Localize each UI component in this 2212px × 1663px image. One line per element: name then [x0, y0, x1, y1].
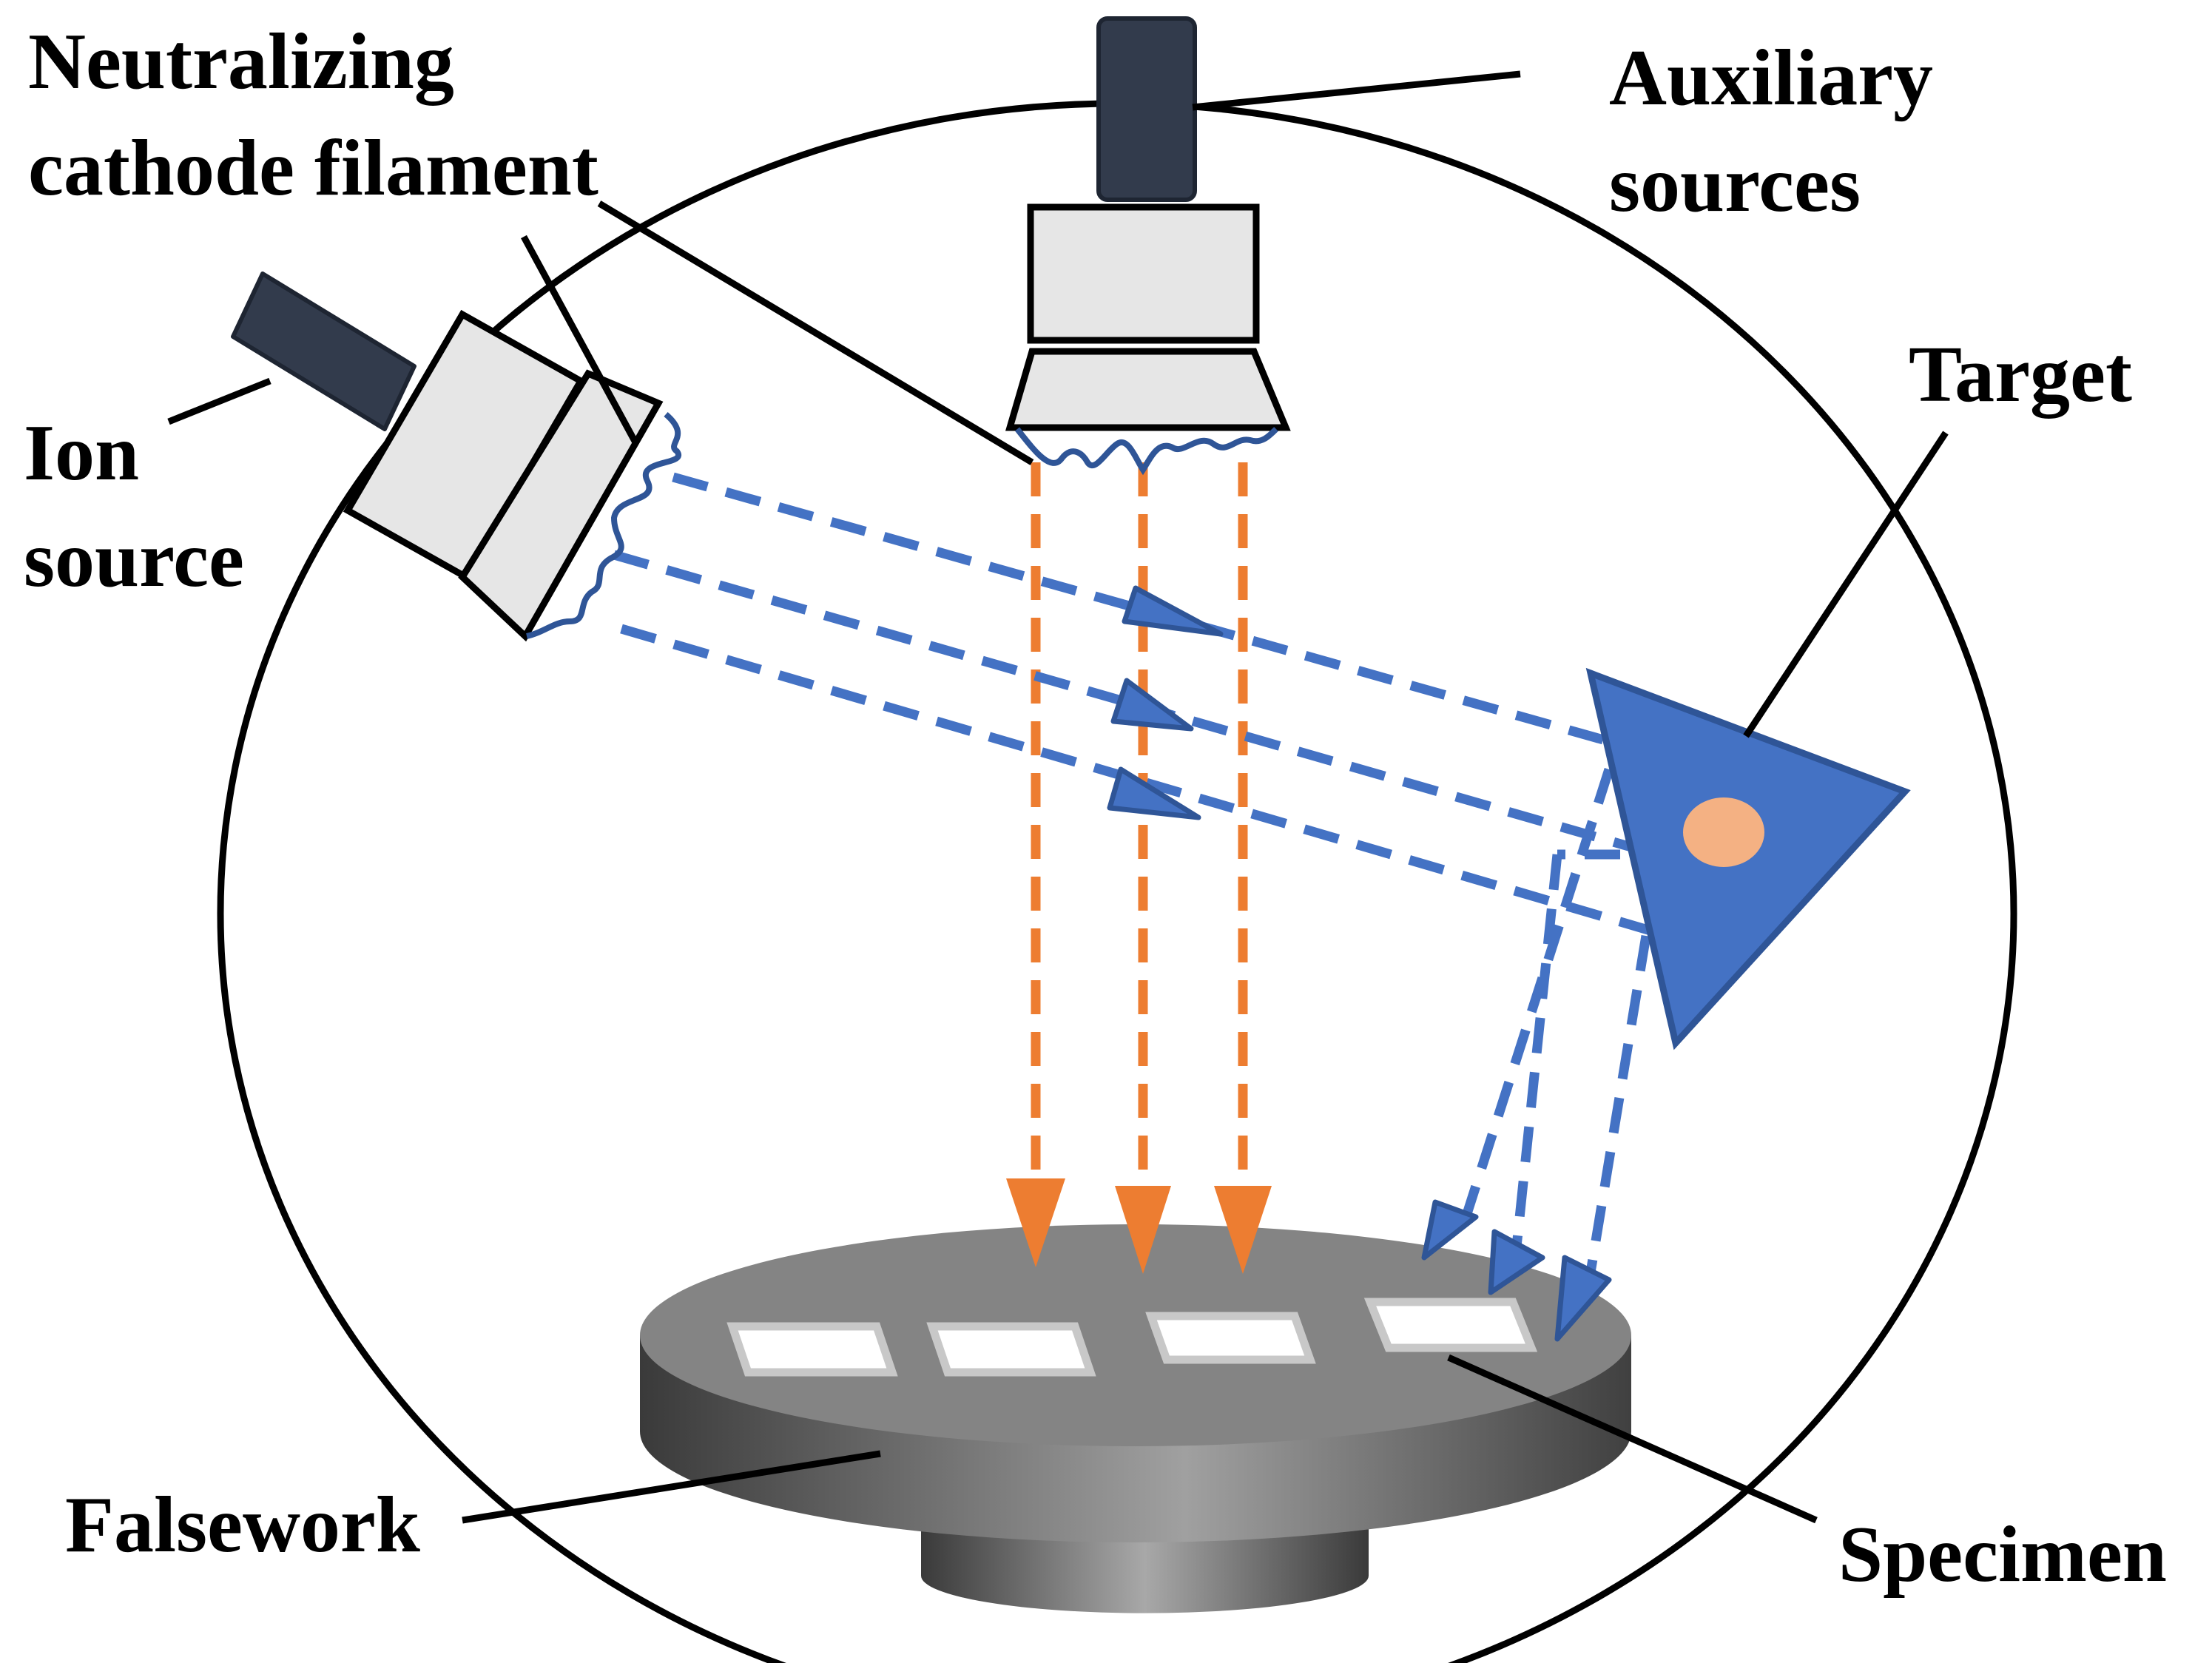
aux-arrowhead-2 — [1115, 1186, 1171, 1274]
leader-neutralizing-1 — [597, 200, 1034, 465]
ion-arrowhead-3 — [1107, 766, 1201, 820]
aux-arrowhead-1 — [1006, 1178, 1065, 1267]
specimen-4 — [1363, 1298, 1538, 1352]
specimen-3 — [1145, 1312, 1316, 1364]
auxiliary-source — [1005, 16, 1291, 476]
label-neutralizing-cathode-filament: Neutralizing cathode filament — [28, 18, 598, 212]
leader-neutralizing-2 — [521, 235, 639, 446]
ion-filament — [526, 411, 682, 639]
label-ion-source: Ion source — [24, 409, 244, 604]
auxiliary-filament — [1014, 427, 1278, 476]
auxiliary-source-cap — [1096, 16, 1197, 202]
falsework-stage — [640, 1224, 1631, 1613]
leader-lines — [167, 70, 1949, 1524]
ion-arrowhead-4 — [1421, 1199, 1479, 1261]
leader-falsework — [462, 1450, 881, 1524]
sputtering-target — [1585, 667, 1911, 1050]
ion-arrowhead-5 — [1488, 1229, 1545, 1295]
aux-arrowhead-3 — [1214, 1186, 1272, 1274]
ion-source-cap — [231, 271, 417, 431]
ion-source — [231, 271, 682, 642]
leader-auxiliary — [1192, 70, 1521, 111]
ion-arrowhead-1 — [1122, 585, 1224, 637]
ion-arrowhead-6 — [1554, 1255, 1612, 1342]
label-target: Target — [1909, 331, 2132, 419]
specimen-1 — [726, 1322, 898, 1377]
label-falsework: Falsework — [65, 1481, 420, 1569]
specimens — [726, 1298, 1538, 1377]
auxiliary-source-nozzle — [1005, 348, 1291, 431]
auxiliary-source-body — [1027, 203, 1260, 344]
label-auxiliary-sources: Auxiliary sources — [1609, 34, 1934, 229]
stage-disc-top — [640, 1224, 1631, 1446]
ion-source-nozzle — [458, 369, 664, 642]
leader-ion-source — [167, 377, 272, 425]
leader-target — [1743, 431, 1949, 738]
specimen-2 — [926, 1322, 1096, 1377]
ion-arrowhead-2 — [1110, 678, 1194, 732]
leader-specimen — [1447, 1354, 1818, 1524]
ion-beams — [613, 472, 1670, 1342]
label-specimen: Specimen — [1838, 1511, 2167, 1599]
target-spot — [1683, 797, 1764, 867]
auxiliary-beams — [1006, 462, 1272, 1274]
